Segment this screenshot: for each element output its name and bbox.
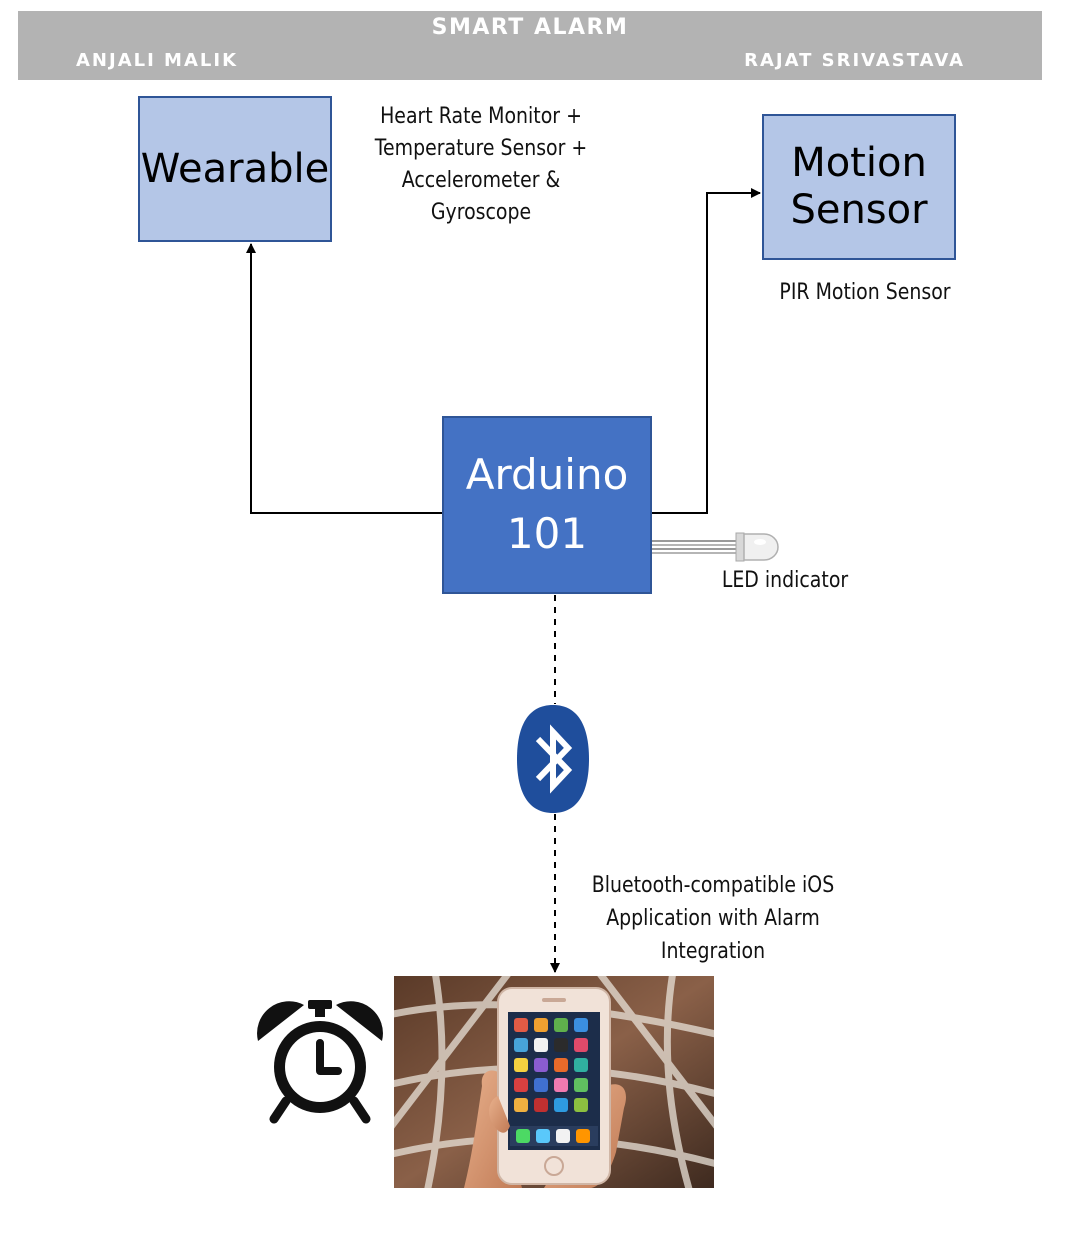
arduino-label-line1: Arduino [465, 450, 629, 500]
motion-sensor-label-line2: Sensor [790, 187, 928, 233]
arduino-label-line2: 101 [506, 509, 588, 558]
alarm-clock-icon [257, 1000, 383, 1124]
wearable-label: Wearable [140, 146, 330, 192]
pir-sensor-note: PIR Motion Sensor [779, 280, 951, 305]
wearable-sensors-note: Heart Rate Monitor + Temperature Sensor … [374, 104, 588, 225]
arrow-arduino-to-motion-sensor [652, 188, 761, 514]
arrow-arduino-to-wearable [246, 243, 442, 514]
motion-sensor-box: Motion Sensor [762, 114, 956, 260]
diagram-title: SMART ALARM [431, 15, 629, 40]
bluetooth-icon [517, 705, 589, 813]
led-indicator-note: LED indicator [721, 568, 849, 593]
smartphone-photo [394, 976, 714, 1188]
wearable-box: Wearable [138, 96, 332, 242]
arduino-box: Arduino 101 [442, 416, 652, 594]
author-right: RAJAT SRIVASTAVA [744, 50, 965, 71]
header-banner: SMART ALARM ANJALI MALIK RAJAT SRIVASTAV… [18, 11, 1042, 80]
author-left: ANJALI MALIK [76, 50, 239, 71]
motion-sensor-label-line1: Motion [791, 139, 927, 186]
ios-app-note: Bluetooth-compatible iOS Application wit… [591, 873, 835, 964]
